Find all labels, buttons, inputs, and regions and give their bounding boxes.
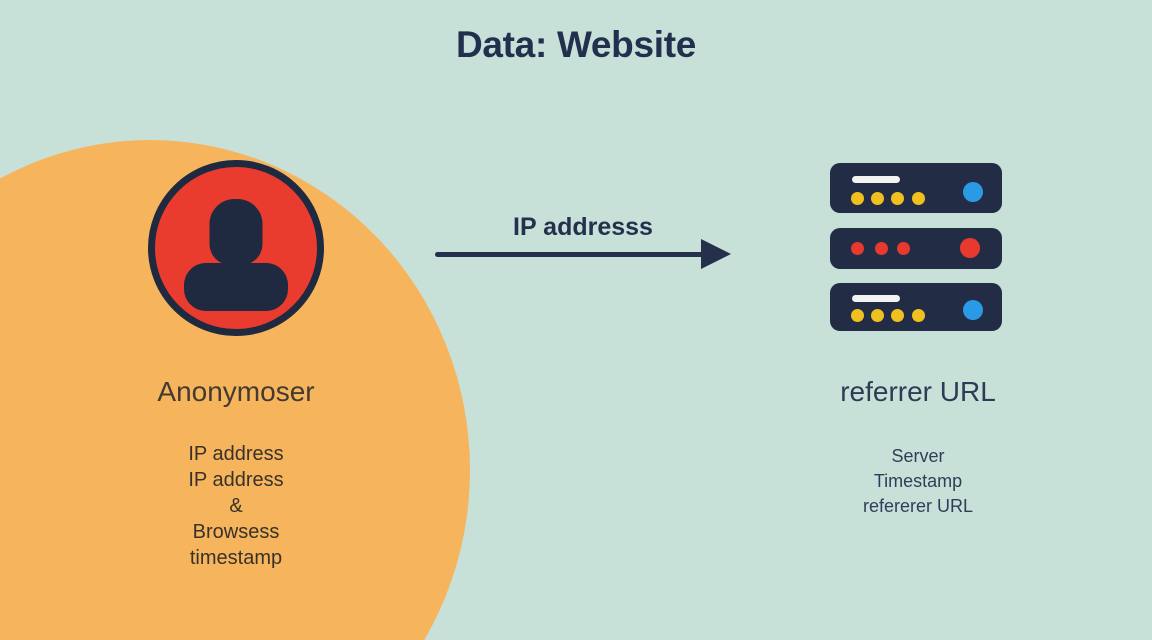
list-item: refererer URL <box>862 496 974 516</box>
left-heading: Anonymoser <box>157 376 315 407</box>
server-stack-icon <box>830 163 1002 331</box>
indicator-dot <box>912 309 925 322</box>
list-item: timestamp <box>189 547 283 569</box>
list-item: IP address <box>188 443 284 465</box>
arrow-head-icon <box>701 239 731 269</box>
indicator-dot <box>891 309 904 322</box>
indicator-dot <box>871 192 884 205</box>
indicator-dot <box>963 300 983 320</box>
indicator-dot <box>960 238 980 258</box>
user-shoulders-silhouette <box>184 263 288 311</box>
server-rack <box>830 163 1002 213</box>
list-item: IP address <box>188 469 284 491</box>
indicator-dot <box>851 192 864 205</box>
list-item: Browsess <box>192 521 280 543</box>
server-rack <box>830 283 1002 331</box>
server-rack <box>830 228 1002 269</box>
indicator-dot <box>963 182 983 202</box>
indicator-dot <box>851 242 864 255</box>
indicator-dot <box>891 192 904 205</box>
right-heading: referrer URL <box>840 376 996 407</box>
arrow-right-icon <box>435 252 707 257</box>
user-head-silhouette <box>209 199 263 265</box>
list-item: Server <box>891 446 945 466</box>
page-title: Data: Website <box>455 24 697 65</box>
arrow-label: IP addresss <box>513 213 653 241</box>
server-slot-icon <box>852 295 900 302</box>
left-data-list: IP address IP address & Browsess timesta… <box>96 441 376 571</box>
right-data-list: Server Timestamp refererer URL <box>778 444 1058 519</box>
indicator-dot <box>912 192 925 205</box>
list-item: Timestamp <box>873 471 963 491</box>
indicator-dot <box>851 309 864 322</box>
list-item: & <box>229 495 243 517</box>
indicator-dot <box>875 242 888 255</box>
user-icon <box>148 160 324 336</box>
indicator-dot <box>897 242 910 255</box>
indicator-dot <box>871 309 884 322</box>
server-slot-icon <box>852 176 900 183</box>
